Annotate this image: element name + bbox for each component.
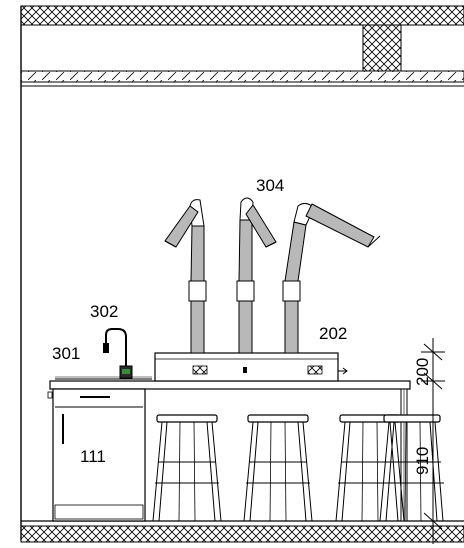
dimension-lower: 910 — [413, 447, 432, 475]
dimension-upper: 200 — [413, 358, 432, 386]
label-fume-hood-base: 202 — [319, 324, 347, 343]
ceiling-slab — [20, 5, 464, 26]
label-fume-arms: 304 — [256, 176, 284, 195]
fume-arm-right — [282, 202, 381, 354]
fume-arm-left — [164, 199, 207, 354]
stool-2 — [243, 414, 313, 522]
faucet — [103, 328, 133, 379]
cabinet — [47, 388, 146, 522]
label-sink: 301 — [52, 344, 80, 363]
dimension-line — [421, 338, 445, 544]
label-cabinet: 111 — [80, 447, 106, 466]
fume-arm-middle — [236, 197, 277, 354]
ceiling-beam — [362, 24, 402, 72]
sink — [55, 376, 152, 380]
floor-slab — [20, 520, 464, 543]
stool-1 — [152, 414, 222, 522]
fume-hood-base — [154, 352, 348, 382]
stool-3 — [335, 414, 405, 522]
suspended-ceiling — [20, 70, 464, 87]
stool-4 — [379, 414, 444, 522]
label-faucet: 302 — [90, 302, 118, 321]
